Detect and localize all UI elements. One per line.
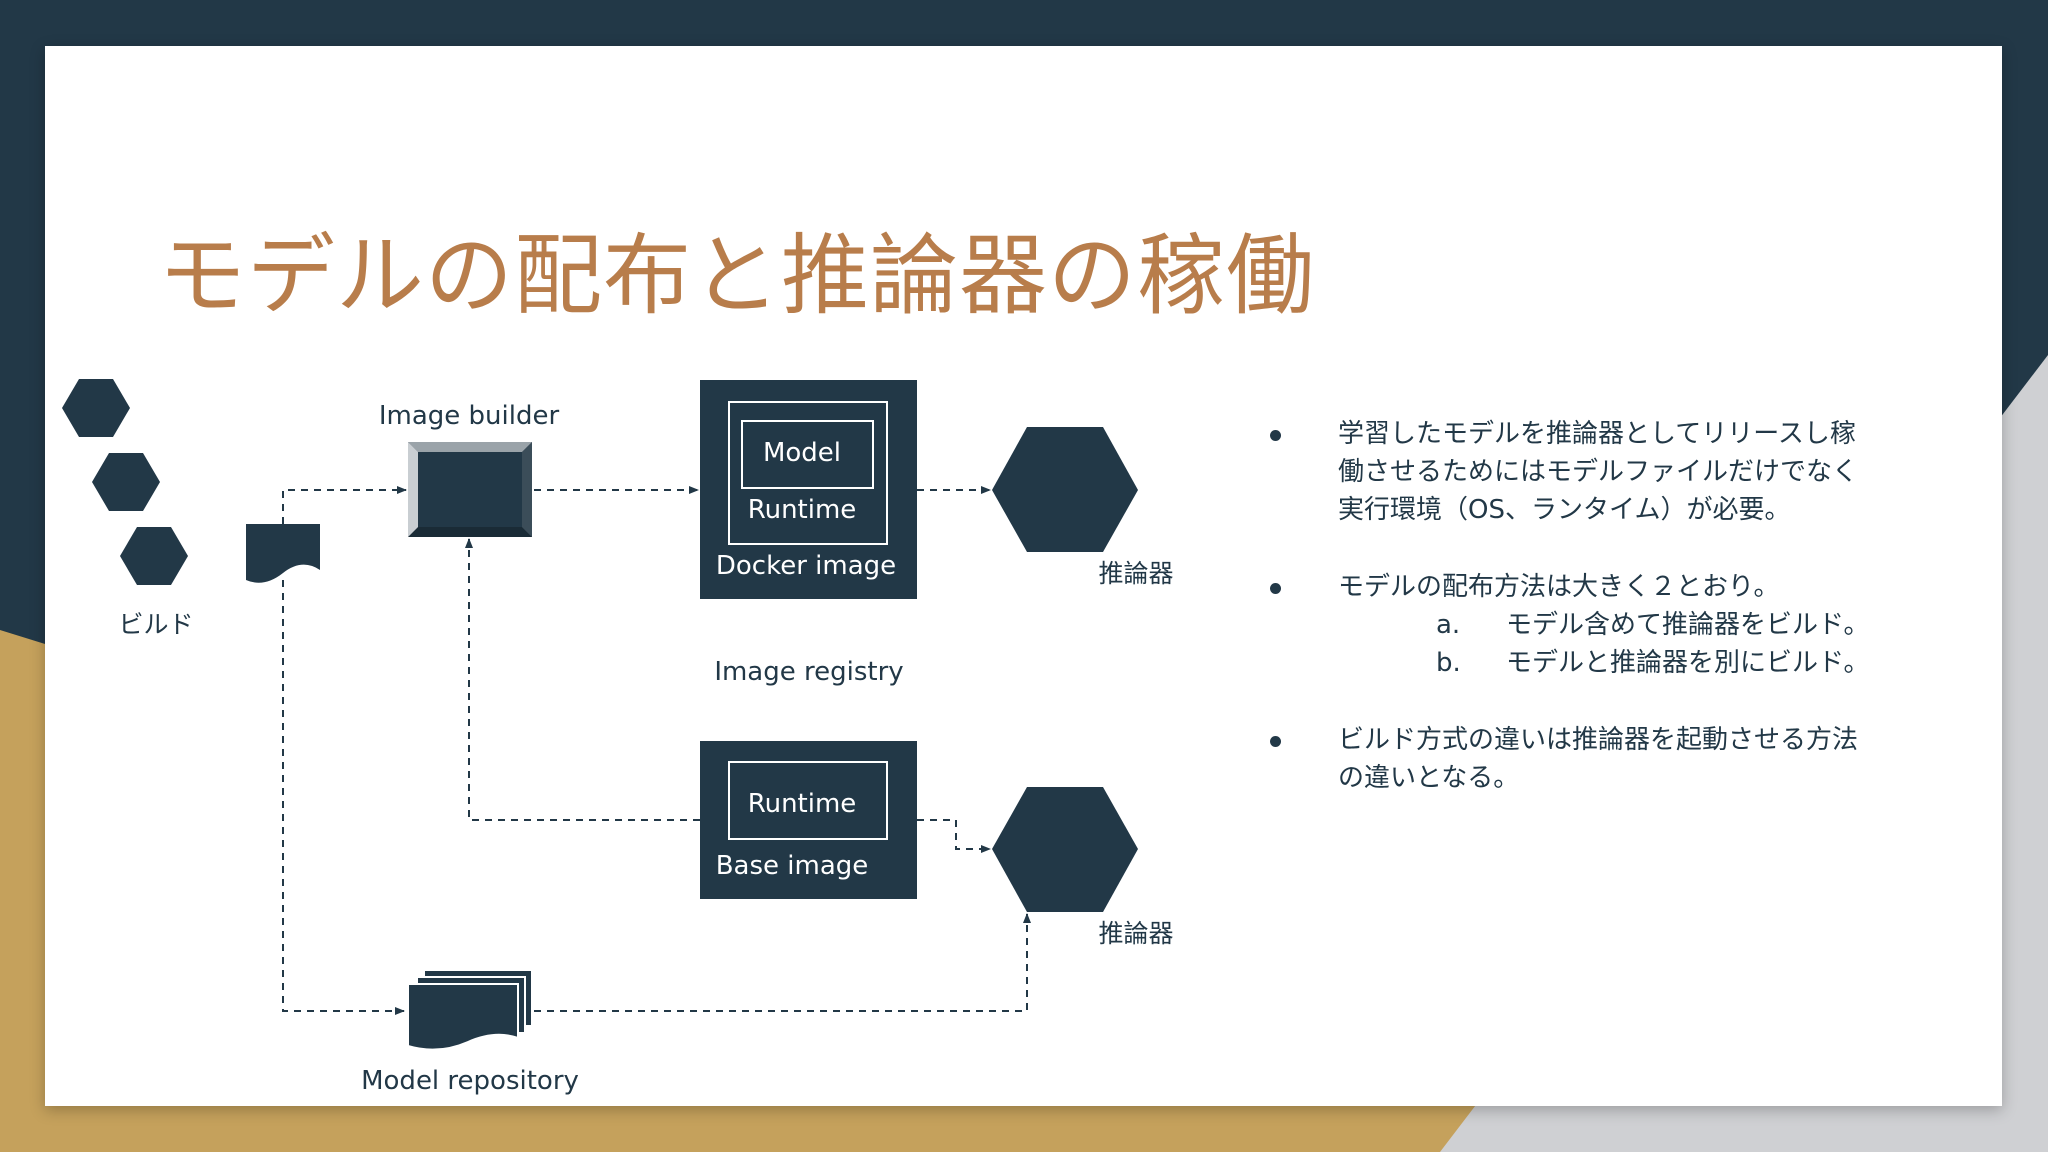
slide-canvas (45, 46, 2002, 1106)
document-icon (246, 524, 320, 583)
sub-item-a: a. モデル含めて推論器をビルド。 (1338, 606, 1870, 644)
arrow-base-image-to-inference (917, 819, 991, 853)
bullet-dot (1270, 736, 1281, 747)
bullet-text-3: ビルド方式の違いは推論器を起動させる方法の違いとなる。 (1338, 725, 1859, 793)
arrow-model-repository-to-inference (534, 913, 1031, 1012)
bullet-list: 学習したモデルを推論器としてリリースし稼働させるためにはモデルファイルだけでなく… (1270, 415, 1870, 836)
bullet-item-3: ビルド方式の違いは推論器を起動させる方法の違いとなる。 (1270, 721, 1870, 797)
inference-top-hexagon (992, 427, 1138, 552)
bullet-dot (1270, 583, 1281, 594)
base-image-caption: Base image (716, 851, 869, 881)
image-builder-box (408, 442, 532, 537)
model-repository-label: Model repository (361, 1066, 579, 1096)
image-registry-label: Image registry (714, 657, 903, 687)
build-hexagon-3 (120, 527, 188, 585)
base-image-box (700, 741, 917, 899)
sub-item-marker: b. (1436, 648, 1461, 678)
image-builder-label: Image builder (379, 401, 560, 431)
build-hexagon-1 (62, 379, 130, 437)
bullet-item-1: 学習したモデルを推論器としてリリースし稼働させるためにはモデルファイルだけでなく… (1270, 415, 1870, 529)
bullet-text-2: モデルの配布方法は大きく２とおり。 (1338, 572, 1780, 602)
arrow-document-to-model-repository (282, 580, 405, 1015)
build-icon (62, 379, 188, 585)
docker-image-caption: Docker image (716, 551, 896, 581)
docker-image-box (700, 380, 917, 599)
sub-item-text: モデル含めて推論器をビルド。 (1506, 610, 1870, 640)
inference-top-label: 推論器 (1098, 559, 1173, 588)
sub-item-text: モデルと推論器を別にビルド。 (1506, 648, 1870, 678)
bullet-dot (1270, 430, 1281, 441)
model-repository-icon (407, 969, 533, 1051)
docker-runtime-label: Runtime (748, 495, 857, 525)
arrow-base-image-to-builder (465, 538, 700, 821)
build-label: ビルド (118, 610, 193, 639)
sub-item-b: b. モデルと推論器を別にビルド。 (1338, 644, 1870, 682)
inference-bottom-hexagon (992, 787, 1138, 912)
arrow-document-to-builder (282, 486, 407, 524)
docker-model-label: Model (763, 438, 841, 468)
sub-item-marker: a. (1436, 610, 1461, 640)
bullet-text-1: 学習したモデルを推論器としてリリースし稼働させるためにはモデルファイルだけでなく… (1338, 419, 1859, 525)
base-runtime-label: Runtime (748, 789, 857, 819)
slide-title: モデルの配布と推論器の稼働 (158, 224, 1316, 327)
bullet-item-2: モデルの配布方法は大きく２とおり。 a. モデル含めて推論器をビルド。 b. モ… (1270, 568, 1870, 682)
inference-bottom-label: 推論器 (1098, 919, 1173, 948)
build-hexagon-2 (92, 453, 160, 511)
bullet-sublist: a. モデル含めて推論器をビルド。 b. モデルと推論器を別にビルド。 (1338, 606, 1870, 682)
